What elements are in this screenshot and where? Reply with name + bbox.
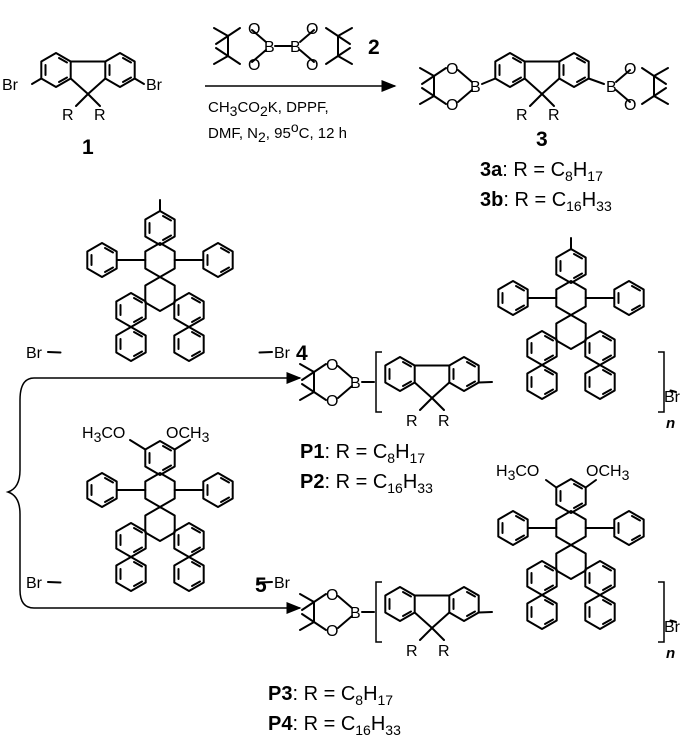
- atom-b: B: [350, 605, 361, 622]
- atom-r: R: [406, 413, 418, 430]
- atom-br: Br: [2, 77, 19, 94]
- compound-label-1: 1: [82, 136, 94, 159]
- atom-br: Br: [146, 77, 163, 94]
- compound-3: B B O O O O R R 3: [419, 53, 669, 151]
- atom-o: O: [326, 357, 338, 374]
- conditions-line-1: CH3CO2K, DPPF,: [208, 99, 329, 119]
- atom-br: Br: [274, 575, 291, 592]
- definition-3a: 3a: R = C8H17: [480, 159, 603, 184]
- atom-o: O: [326, 623, 338, 640]
- atom-o: O: [248, 57, 260, 74]
- bracket-open: [375, 351, 382, 413]
- compound-label-3: 3: [536, 128, 548, 151]
- definition-p2: P2: R = C16H33: [300, 471, 433, 496]
- atom-br: Br: [26, 575, 43, 592]
- atom-r: R: [438, 413, 450, 430]
- atom-b: B: [290, 39, 301, 56]
- atom-o: O: [326, 587, 338, 604]
- atom-r: R: [548, 107, 560, 124]
- atom-br: Br: [26, 345, 43, 362]
- polymer-p1: B O O Br n R R: [299, 237, 681, 432]
- atom-r: R: [62, 107, 74, 124]
- repeat-index: n: [666, 415, 675, 432]
- compound-label-5: 5: [255, 574, 267, 597]
- compound-label-4: 4: [296, 342, 308, 365]
- atom-o: O: [306, 57, 318, 74]
- atom-o: O: [306, 21, 318, 38]
- atom-br: Br: [664, 389, 681, 406]
- atom-b: B: [264, 39, 275, 56]
- atom-br: Br: [664, 619, 681, 636]
- atom-o: O: [624, 97, 636, 114]
- methoxy-left: H3CO: [82, 425, 125, 445]
- bracket-close: [658, 351, 665, 413]
- atom-o: O: [326, 393, 338, 410]
- atom-r: R: [94, 107, 106, 124]
- brace: [5, 377, 35, 609]
- atom-o: O: [248, 21, 260, 38]
- definition-p4: P4: R = C16H33: [268, 713, 401, 738]
- definition-p3: P3: R = C8H17: [268, 683, 393, 708]
- compound-1: Br Br R R 1: [2, 53, 163, 159]
- compound-4: Br Br 4: [26, 199, 308, 365]
- repeat-index: n: [666, 645, 675, 662]
- definition-p1: P1: R = C8H17: [300, 441, 425, 466]
- methoxy-right: OCH3: [586, 463, 630, 483]
- atom-r: R: [406, 643, 418, 660]
- polymer-p3: B O O H3CO OCH3 Br n R R: [299, 463, 681, 662]
- atom-b: B: [606, 79, 617, 96]
- atom-br: Br: [274, 345, 291, 362]
- atom-r: R: [438, 643, 450, 660]
- compound-5: H3CO OCH3 Br Br 5: [26, 425, 291, 597]
- compound-2: B B O O O O 2: [213, 21, 380, 74]
- bracket-open: [375, 581, 382, 643]
- conditions-line-2: DMF, N2, 95oC, 12 h: [208, 119, 347, 145]
- atom-b: B: [470, 79, 481, 96]
- bracket-close: [658, 581, 665, 643]
- definition-3b: 3b: R = C16H33: [480, 189, 612, 214]
- atom-b: B: [350, 375, 361, 392]
- atom-o: O: [446, 61, 458, 78]
- methoxy-right: OCH3: [166, 425, 210, 445]
- atom-r: R: [516, 107, 528, 124]
- atom-o: O: [446, 97, 458, 114]
- compound-label-2: 2: [368, 36, 380, 59]
- atom-o: O: [624, 61, 636, 78]
- methoxy-left: H3CO: [496, 463, 539, 483]
